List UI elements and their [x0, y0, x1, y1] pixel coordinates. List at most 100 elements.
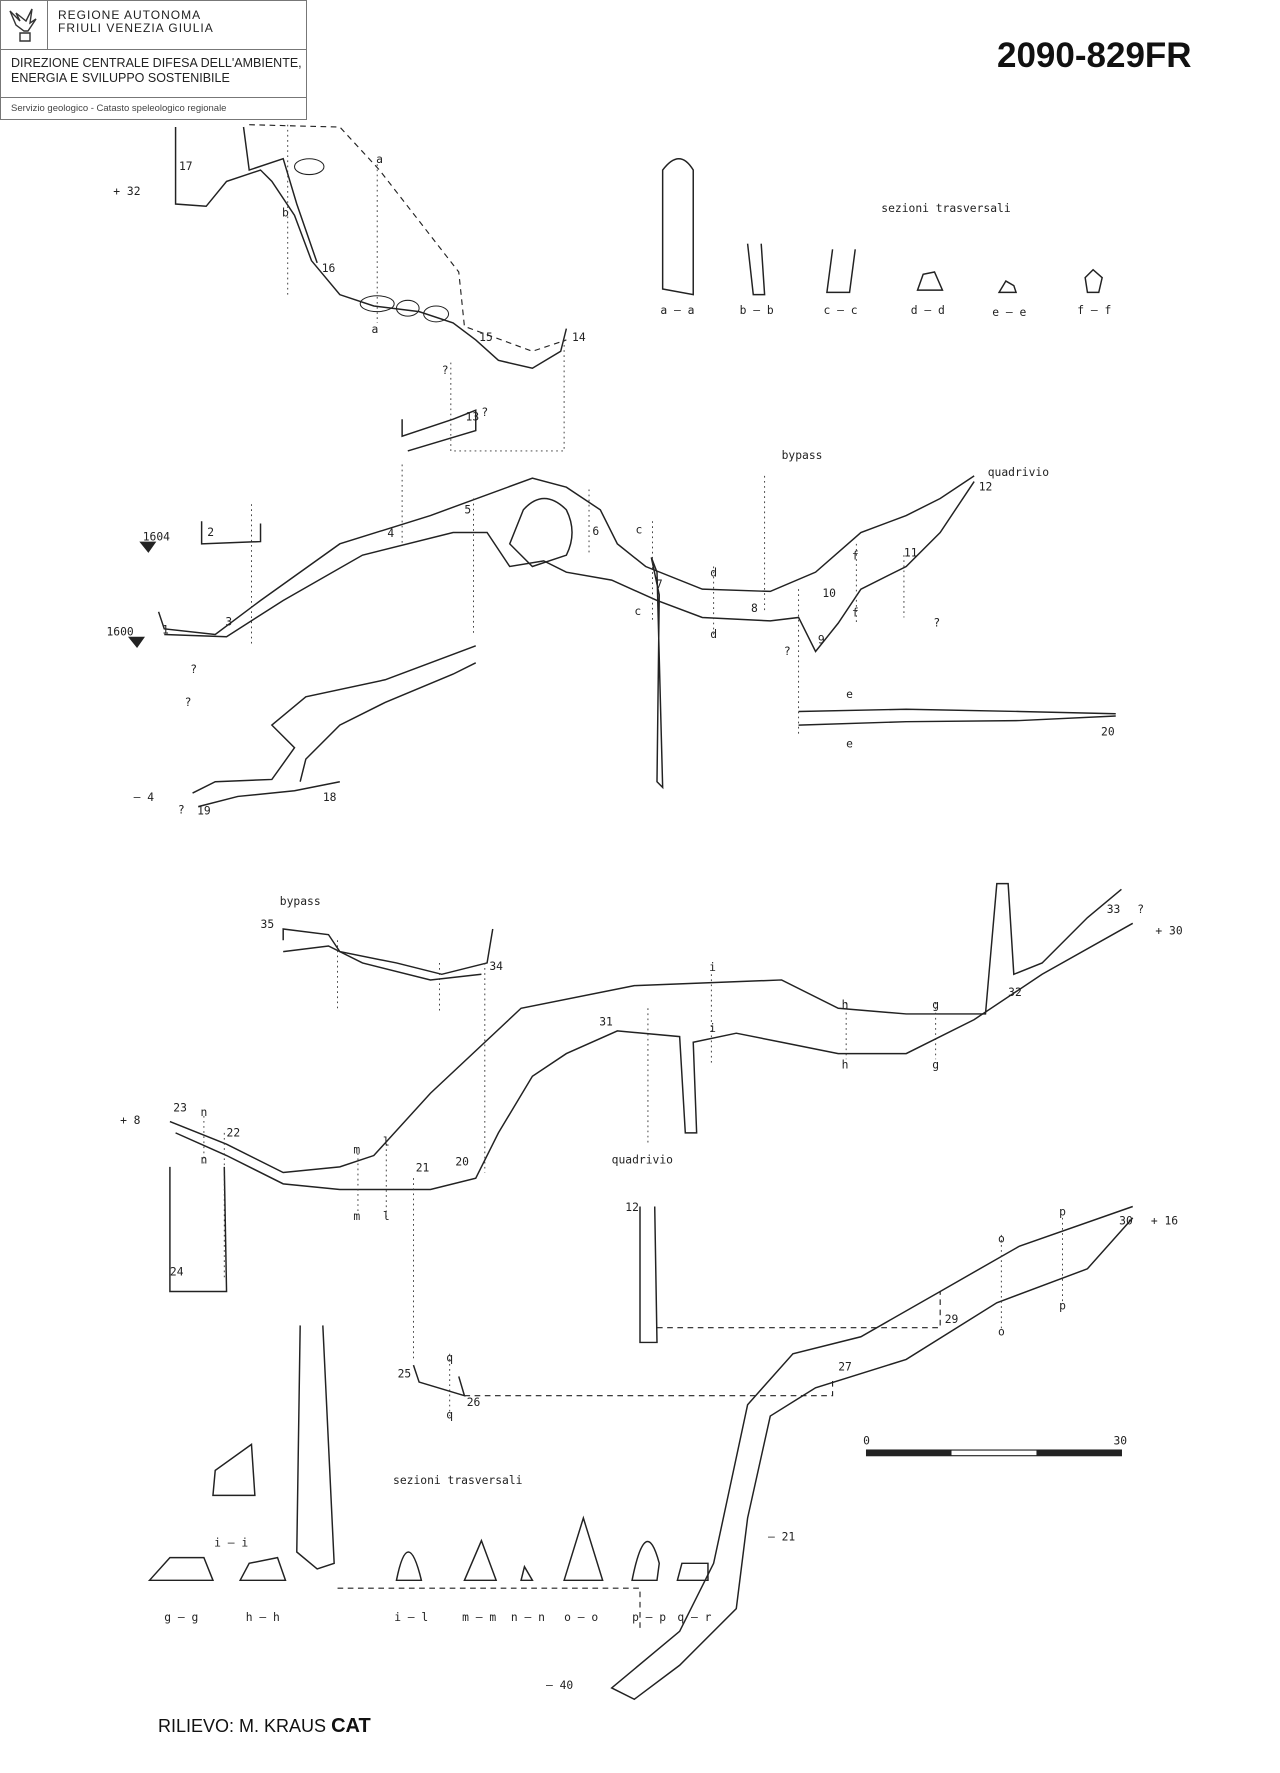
question-mark: ?: [442, 363, 449, 377]
station: 10: [822, 586, 836, 600]
station: 22: [227, 1125, 241, 1139]
mark: e: [846, 737, 853, 751]
section-label: m — m: [462, 1610, 496, 1624]
depth-label: 1604: [143, 529, 170, 543]
station: 27: [838, 1360, 852, 1374]
station: 15: [479, 330, 493, 344]
mark: a: [372, 322, 379, 336]
mark: i: [709, 960, 716, 974]
station: 9: [818, 633, 825, 647]
sections-title-top: sezioni trasversali: [881, 201, 1011, 215]
section-label: p — p: [632, 1610, 666, 1624]
depth-label: + 8: [120, 1113, 141, 1127]
mark: o: [998, 1232, 1005, 1246]
station: 7: [656, 577, 663, 591]
station: 25: [398, 1367, 412, 1381]
station: 4: [387, 526, 394, 540]
mark: m: [353, 1142, 360, 1156]
station: 12: [979, 480, 993, 494]
region-name-line2: FRIULI VENEZIA GIULIA: [58, 21, 214, 35]
mark: b: [282, 205, 289, 219]
station: 19: [197, 804, 211, 818]
institution-header: REGIONE AUTONOMA FRIULI VENEZIA GIULIA D…: [0, 0, 307, 120]
station: 21: [416, 1160, 430, 1174]
survey-credit: RILIEVO: M. KRAUS CAT: [158, 1715, 371, 1738]
scale-max: 30: [1113, 1433, 1127, 1447]
station: 8: [751, 601, 758, 615]
depth-label: + 16: [1151, 1214, 1178, 1228]
mark: n: [200, 1105, 207, 1119]
note-label: bypass: [280, 894, 321, 908]
station: 31: [599, 1014, 613, 1028]
sections-title-bottom: sezioni trasversali: [393, 1473, 523, 1487]
question-mark: ?: [933, 616, 940, 630]
directorate-line2: ENERGIA E SVILUPPO SOSTENIBILE: [11, 71, 230, 85]
station: 23: [173, 1100, 187, 1114]
station: 14: [572, 330, 586, 344]
mark: q: [446, 1407, 453, 1421]
section-label: q — r: [677, 1610, 711, 1624]
question-mark: ?: [481, 405, 488, 419]
station: 1: [162, 622, 169, 636]
section-label: f — f: [1077, 303, 1111, 317]
mark: o: [998, 1325, 1005, 1339]
section-label: o — o: [564, 1610, 598, 1624]
question-mark: ?: [178, 802, 185, 816]
mark: e: [846, 687, 853, 701]
section-label: n — n: [511, 1610, 545, 1624]
eagle-logo-icon: [1, 1, 48, 49]
station: 11: [904, 545, 918, 559]
section-marks: a a b c c d d f f e e h h g g i i n n m …: [200, 152, 1066, 1421]
mark: h: [842, 1057, 849, 1071]
mark: a: [376, 152, 383, 166]
mark: q: [446, 1351, 453, 1365]
question-mark: ?: [185, 695, 192, 709]
station: 30: [1119, 1214, 1133, 1228]
question-mark: ?: [190, 662, 197, 676]
question-mark: ?: [1137, 902, 1144, 916]
section-label: i — l: [394, 1610, 428, 1624]
station: 20: [455, 1155, 469, 1169]
mark: g: [932, 997, 939, 1011]
upper-profile: [157, 124, 1116, 808]
directorate-line1: DIREZIONE CENTRALE DIFESA DELL'AMBIENTE,: [11, 56, 302, 70]
station: 20: [1101, 724, 1115, 738]
station: 35: [261, 917, 275, 931]
mark: d: [710, 566, 717, 580]
mark: i: [709, 1021, 716, 1035]
depth-label: + 30: [1155, 924, 1182, 938]
mark: d: [710, 627, 717, 641]
station: 32: [1008, 985, 1022, 999]
section-label: c — c: [824, 303, 858, 317]
depth-label: 1600: [106, 625, 133, 639]
station-labels: 17 16 15 14 13 12 2 4 5 6 7 8 11 10 9 1 …: [162, 159, 1133, 1409]
mark: f: [852, 605, 859, 619]
section-label: a — a: [660, 303, 694, 317]
scale-min: 0: [863, 1433, 870, 1447]
depth-label: — 40: [546, 1678, 573, 1692]
station: 34: [489, 959, 503, 973]
depth-label: + 32: [113, 184, 140, 198]
depth-label: — 21: [768, 1530, 795, 1544]
cave-code: 2090-829FR: [997, 36, 1192, 75]
level-triangle-icon: [128, 541, 157, 649]
station: 13: [466, 409, 480, 423]
mark: l: [383, 1134, 390, 1148]
note-label: bypass: [782, 448, 823, 462]
mark: m: [353, 1209, 360, 1223]
survey-org: CAT: [331, 1715, 371, 1737]
station: 33: [1107, 902, 1121, 916]
section-label: e — e: [992, 305, 1026, 319]
station: 29: [945, 1312, 959, 1326]
section-label: d — d: [911, 303, 945, 317]
station: 17: [179, 159, 193, 173]
station: 3: [225, 614, 232, 628]
station: 24: [170, 1265, 184, 1279]
mark: p: [1059, 1205, 1066, 1219]
station: 5: [464, 502, 471, 516]
mark: n: [200, 1152, 207, 1166]
section-label: g — g: [164, 1610, 198, 1624]
note-label: quadrivio: [612, 1152, 673, 1166]
mark: c: [634, 604, 641, 618]
